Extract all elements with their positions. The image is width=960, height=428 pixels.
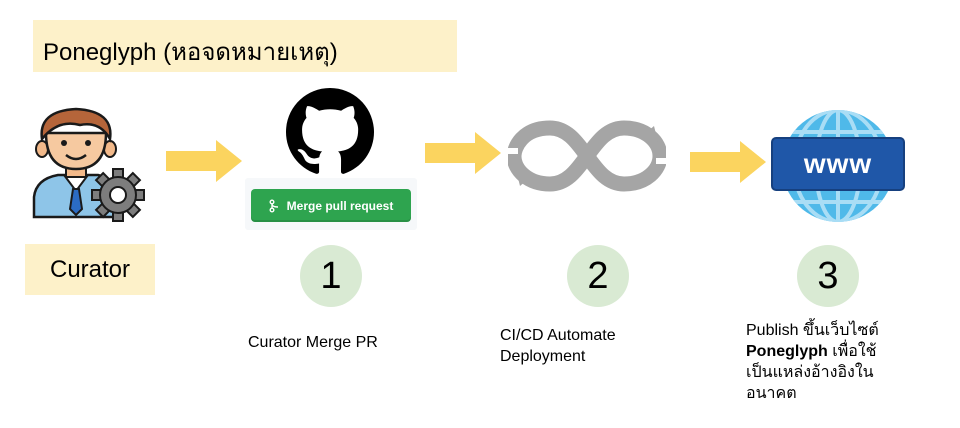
curator-label: Curator bbox=[49, 256, 131, 283]
step-3-badge: 3 bbox=[797, 245, 859, 307]
curator-label-box bbox=[25, 244, 155, 295]
svg-text:www: www bbox=[803, 148, 872, 179]
arrow-right-icon bbox=[690, 141, 766, 183]
step-3-caption: Publish ขึ้นเว็บไซต์ Poneglyph เพื่อใช้ … bbox=[746, 322, 879, 402]
merge-icon bbox=[269, 199, 278, 212]
www-globe-icon: www bbox=[771, 110, 905, 222]
page-title: Poneglyph (หอจดหมายเหตุ) bbox=[43, 39, 338, 66]
infinity-cicd-icon bbox=[508, 120, 666, 192]
arrow-right-icon bbox=[425, 132, 501, 174]
github-icon bbox=[286, 88, 374, 174]
step-2-caption: CI/CD Automate Deployment bbox=[500, 327, 616, 365]
title-banner bbox=[33, 20, 457, 72]
step-1-caption: Curator Merge PR bbox=[248, 334, 378, 351]
curator-avatar-icon bbox=[32, 107, 145, 222]
arrow-right-icon bbox=[166, 140, 242, 182]
step-1-badge: 1 bbox=[300, 245, 362, 307]
merge-pull-request-button[interactable]: Merge pull request bbox=[251, 189, 411, 222]
merge-button-label: Merge pull request bbox=[286, 198, 394, 213]
step-2-badge: 2 bbox=[567, 245, 629, 307]
